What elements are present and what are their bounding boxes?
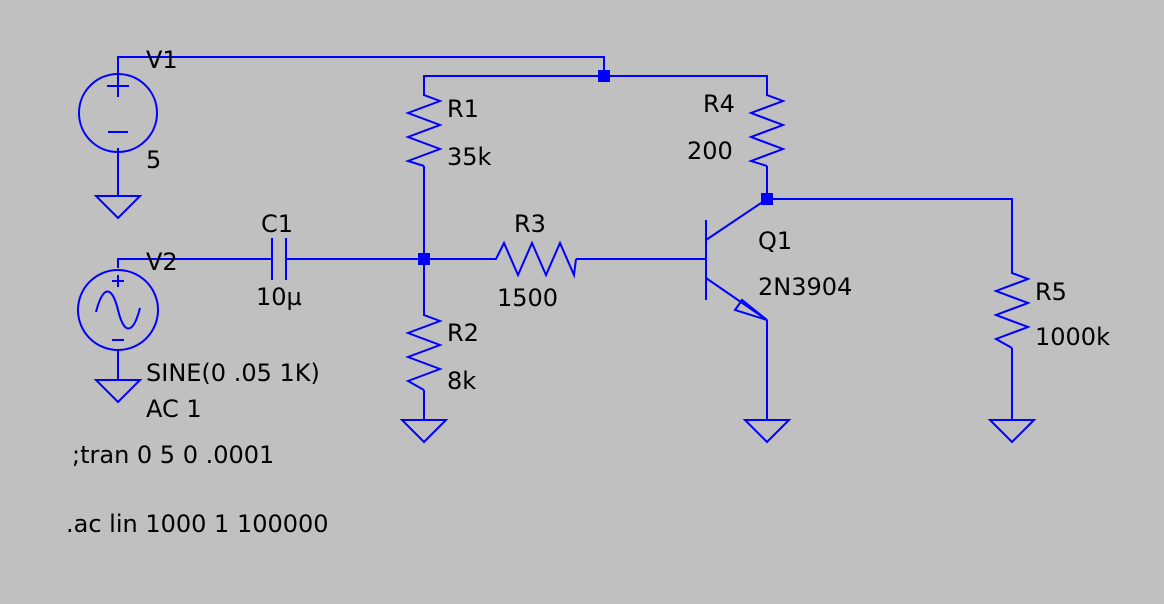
capacitor-c1[interactable] — [271, 238, 287, 280]
r2-value-label: 8k — [447, 367, 476, 395]
wire-v1-supply[interactable] — [117, 56, 605, 78]
c1-value-label: 10µ — [256, 283, 302, 311]
v2-ref-label: V2 — [146, 248, 178, 276]
resistor-r2[interactable] — [405, 310, 443, 391]
resistor-r1[interactable] — [404, 90, 443, 167]
emitter-arrow-icon — [733, 298, 768, 321]
junction-supply — [598, 70, 610, 82]
junction-base-node — [418, 253, 430, 265]
ground-icon-r5 — [987, 419, 1037, 444]
wire-supply-rail[interactable] — [423, 75, 768, 90]
r4-ref-label: R4 — [703, 90, 735, 118]
q1-value-label: 2N3904 — [758, 273, 852, 301]
ground-icon-v2 — [93, 379, 143, 404]
v1-value-label: 5 — [146, 146, 161, 174]
sine-source-icon — [77, 269, 159, 351]
resistor-r5[interactable] — [993, 268, 1031, 349]
ac-directive[interactable]: .ac lin 1000 1 100000 — [66, 510, 329, 538]
ground-icon-r2 — [399, 419, 449, 444]
q1-ref-label: Q1 — [758, 227, 792, 255]
r2-ref-label: R2 — [447, 319, 479, 347]
r3-value-label: 1500 — [497, 284, 558, 312]
v2-value-label: SINE(0 .05 1K) — [146, 359, 320, 387]
ground-icon-q1 — [742, 419, 792, 444]
dc-source-icon — [78, 73, 158, 153]
wire-collector-r5[interactable] — [767, 198, 1013, 268]
npn-transistor-q1[interactable] — [705, 198, 768, 321]
resistor-r3[interactable] — [488, 240, 577, 279]
r1-ref-label: R1 — [447, 95, 479, 123]
ground-icon-v1 — [93, 195, 143, 220]
r3-ref-label: R3 — [514, 210, 546, 238]
voltage-source-v2[interactable] — [77, 269, 159, 351]
v1-ref-label: V1 — [146, 46, 178, 74]
resistor-r4[interactable] — [747, 90, 786, 167]
r5-ref-label: R5 — [1035, 278, 1067, 306]
wire-v2-c1[interactable] — [117, 258, 272, 268]
tran-directive[interactable]: ;tran 0 5 0 .0001 — [72, 441, 274, 469]
voltage-source-v1[interactable] — [78, 73, 158, 153]
r4-value-label: 200 — [687, 137, 733, 165]
v2-ac-label: AC 1 — [146, 395, 202, 423]
c1-ref-label: C1 — [261, 210, 293, 238]
r1-value-label: 35k — [447, 143, 492, 171]
r5-value-label: 1000k — [1035, 323, 1110, 351]
wires — [117, 56, 1013, 420]
